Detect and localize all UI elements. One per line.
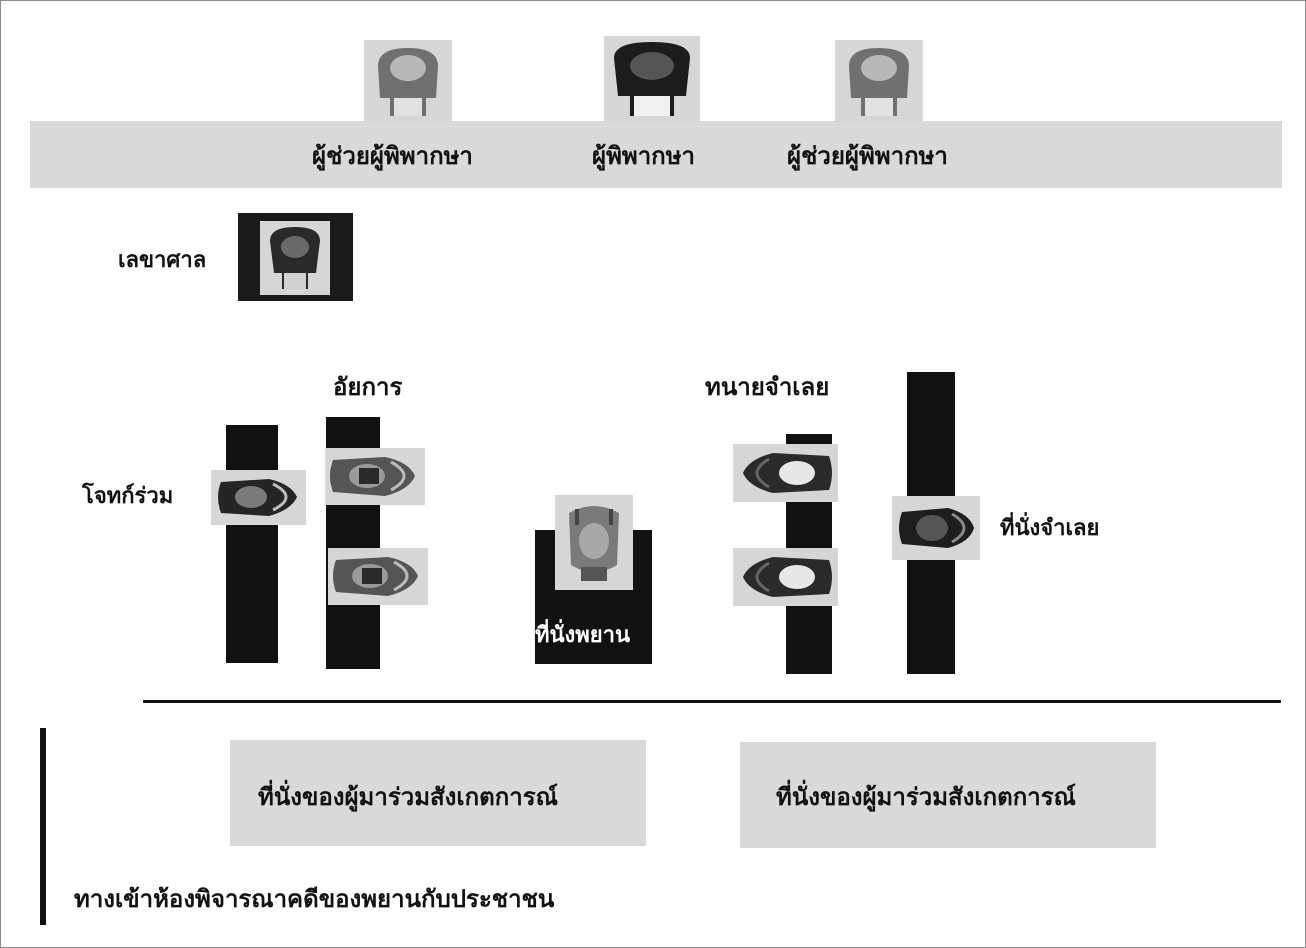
entrance-marker <box>40 728 46 925</box>
defense-lawyer-chair-1-icon <box>733 444 838 502</box>
assistant-judge-left-chair-icon <box>364 40 452 122</box>
observer-seating-left-label: ที่นั่งของผู้มาร่วมสังเกตการณ์ <box>258 783 558 811</box>
defense-lawyer-chair-2-icon <box>733 548 838 606</box>
gallery-divider <box>143 700 1281 703</box>
witness-stand-label: ที่นั่งพยาน <box>535 623 631 648</box>
judge-bench <box>30 121 1282 188</box>
defendant-chair-icon <box>892 496 980 560</box>
clerk-label: เลขาศาล <box>118 248 207 273</box>
co-plaintiff-label: โจทก์ร่วม <box>82 484 174 509</box>
defendant-seat-label: ที่นั่งจำเลย <box>1000 516 1100 541</box>
clerk-chair-icon <box>260 221 330 295</box>
assistant-judge-right-chair-icon <box>835 40 923 122</box>
entrance-label: ทางเข้าห้องพิจารณาคดีของพยานกับประชาชน <box>74 885 555 913</box>
observer-seating-right-label: ที่นั่งของผู้มาร่วมสังเกตการณ์ <box>776 783 1076 811</box>
assistant-judge-left-label: ผู้ช่วยผู้พิพากษา <box>312 142 473 170</box>
observer-seating-right <box>740 742 1156 848</box>
co-plaintiff-chair-icon <box>211 470 306 525</box>
assistant-judge-right-label: ผู้ช่วยผู้พิพากษา <box>787 142 948 170</box>
defense-lawyer-label: ทนายจำเลย <box>705 373 830 401</box>
co-plaintiff-table <box>226 425 278 663</box>
witness-chair-icon <box>555 495 633 590</box>
prosecutor-chair-1-icon <box>325 448 425 505</box>
judge-chair-icon <box>604 36 700 122</box>
judge-label: ผู้พิพากษา <box>592 142 696 170</box>
observer-seating-left <box>230 740 646 846</box>
prosecutor-label: อัยการ <box>333 373 403 401</box>
prosecutor-chair-2-icon <box>328 548 428 605</box>
